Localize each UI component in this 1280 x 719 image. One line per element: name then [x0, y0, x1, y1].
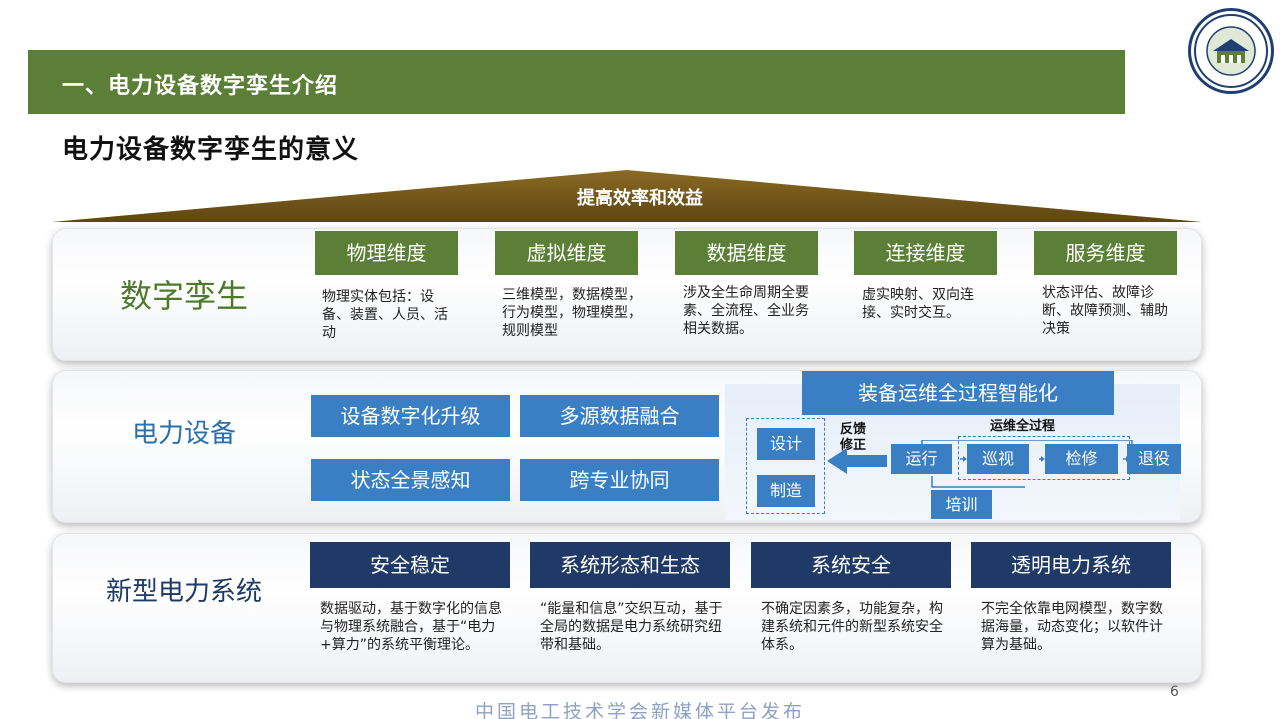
cross-discipline-collaboration: 跨专业协同 — [520, 459, 719, 501]
run-box: 运行 — [891, 444, 952, 474]
dimension-data: 数据维度 — [675, 231, 818, 275]
page-number: 6 — [1170, 684, 1179, 700]
ops-process-label: 运维全过程 — [990, 419, 1056, 434]
device-digital-upgrade: 设备数字化升级 — [311, 395, 510, 437]
university-seal-icon — [1188, 8, 1274, 94]
dimension-virtual: 虚拟维度 — [495, 231, 638, 275]
system-form-ecology-desc: “能量和信息”交织互动，基于全局的数据是电力系统研究纽带和基础。 — [540, 601, 723, 653]
transparent-power-system-head: 透明电力系统 — [971, 542, 1171, 588]
new-power-system-label: 新型电力系统 — [105, 577, 262, 607]
system-form-ecology-head: 系统形态和生态 — [530, 542, 730, 588]
dimension-service: 服务维度 — [1034, 231, 1177, 275]
dimension-physical: 物理维度 — [315, 231, 458, 275]
loop-top-line — [921, 440, 1133, 446]
dimension-virtual-desc: 三维模型，数据模型，行为模型，物理模型，规则模型 — [502, 287, 642, 339]
training-box: 培训 — [931, 490, 992, 519]
roof-shape — [52, 170, 1202, 222]
feedback-arrow — [827, 448, 887, 474]
dimension-connection-desc: 虚实映射、双向连接、实时交互。 — [862, 287, 974, 321]
repair-box: 检修 — [1045, 444, 1118, 474]
safety-stability-desc: 数据驱动，基于数字化的信息与物理系统融合，基于“电力+算力”的系统平衡理论。 — [320, 601, 502, 653]
retire-box: 退役 — [1127, 444, 1181, 474]
footer-watermark: 中国电工技术学会新媒体平台发布 — [474, 701, 805, 719]
dimension-connection: 连接维度 — [854, 231, 997, 275]
ops-flow-title: 装备运维全过程智能化 — [802, 371, 1114, 415]
design-manufacture-group — [746, 418, 825, 514]
safety-stability-head: 安全稳定 — [310, 542, 510, 588]
loop-bottom-line — [931, 476, 1025, 488]
manufacture-box: 制造 — [757, 475, 815, 507]
power-equipment-label: 电力设备 — [131, 419, 236, 449]
design-box: 设计 — [757, 428, 815, 460]
section-title: 一、电力设备数字孪生介绍 — [62, 74, 339, 99]
system-security-desc: 不确定因素多，功能复杂，构建系统和元件的新型系统安全体系。 — [761, 601, 943, 653]
dimension-service-desc: 状态评估、故障诊断、故障预测、辅助决策 — [1042, 285, 1168, 337]
dimension-physical-desc: 物理实体包括：设备、装置、人员、活动 — [322, 289, 448, 341]
multi-source-data-fusion: 多源数据融合 — [520, 395, 719, 437]
system-security-head: 系统安全 — [751, 542, 951, 588]
digital-twin-label: 数字孪生 — [119, 277, 248, 315]
section-header-band: 一、电力设备数字孪生介绍 — [28, 50, 1125, 114]
roof-text: 提高效率和效益 — [577, 188, 703, 209]
slide-title: 电力设备数字孪生的意义 — [62, 135, 360, 165]
dimension-data-desc: 涉及全生命周期全要素、全流程、全业务相关数据。 — [683, 285, 809, 337]
patrol-box: 巡视 — [967, 444, 1029, 474]
transparent-power-system-desc: 不完全依靠电网模型，数字数据海量，动态变化；以软件计算为基础。 — [981, 601, 1163, 653]
status-panoramic-perception: 状态全景感知 — [311, 459, 510, 501]
